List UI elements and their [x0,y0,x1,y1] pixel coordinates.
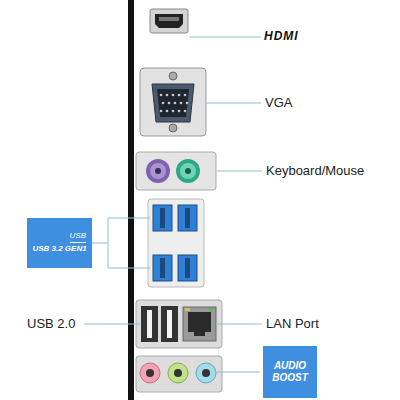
panel-edge [128,0,134,400]
audio-boost-badge: AUDIO BOOST [263,346,317,398]
port-label: LAN Port [266,317,319,331]
vga-port [140,68,206,136]
hdmi-port [150,9,188,33]
port-label: USB 2.0 [27,317,75,331]
hdmi-label: HDMI [264,30,299,43]
badge-text: USB 3.2 GEN1 [32,245,86,254]
ps2-port [136,152,216,190]
usb-badge: USB USB 3.2 GEN1 [27,218,92,268]
usb2-lan-ports [136,300,222,348]
vga-pins [160,94,189,113]
badge-text: AUDIO BOOST [268,360,312,384]
audio-jacks [136,356,222,392]
port-label: VGA [265,96,292,110]
usb3-ports [148,199,204,287]
badge-text: USB [70,232,86,243]
leader-lines [84,37,262,372]
port-label: Keyboard/Mouse [266,164,364,178]
